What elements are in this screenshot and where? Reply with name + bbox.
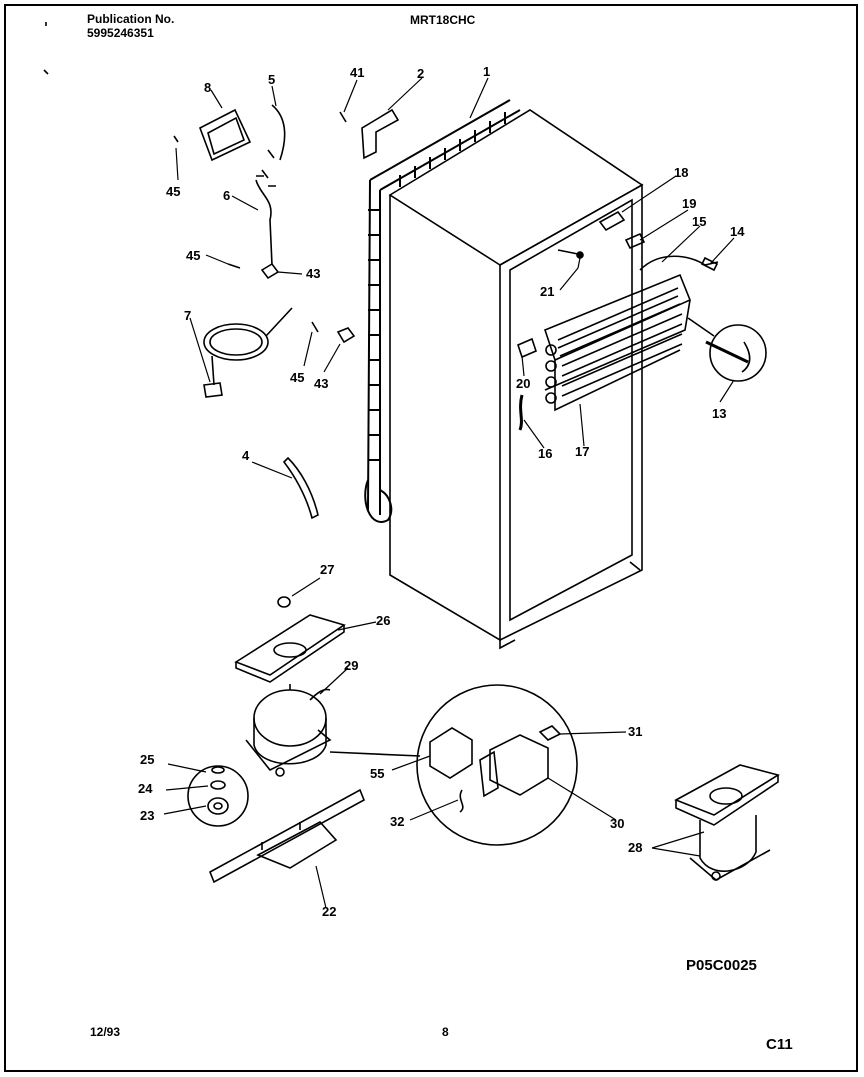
part-4 bbox=[282, 456, 319, 520]
callout-29: 29 bbox=[344, 658, 358, 673]
callout-19: 19 bbox=[682, 196, 696, 211]
clip-18 bbox=[598, 210, 626, 232]
callout-41: 41 bbox=[350, 65, 364, 80]
callout-1: 1 bbox=[483, 64, 490, 79]
callout-43-top: 43 bbox=[306, 266, 320, 281]
callout-24: 24 bbox=[138, 781, 153, 796]
callout-4: 4 bbox=[242, 448, 250, 463]
part-43-mid bbox=[336, 327, 356, 344]
screw-45-mid bbox=[311, 321, 319, 333]
callout-45-top: 45 bbox=[166, 184, 180, 199]
connector-6 bbox=[256, 175, 276, 187]
callout-13: 13 bbox=[712, 406, 726, 421]
callout-27: 27 bbox=[320, 562, 334, 577]
publication-label: Publication No. bbox=[87, 12, 175, 26]
mounting-hardware bbox=[187, 765, 249, 827]
callout-31: 31 bbox=[628, 724, 642, 739]
cabinet-shell bbox=[388, 109, 644, 650]
condenser-coil bbox=[364, 99, 521, 523]
detail-13 bbox=[687, 317, 767, 382]
footer-page: 8 bbox=[442, 1025, 449, 1039]
grommet-27 bbox=[277, 596, 291, 608]
leader-lines bbox=[163, 77, 735, 909]
callout-14: 14 bbox=[730, 224, 745, 239]
callout-45-low: 45 bbox=[290, 370, 304, 385]
publication-number: 5995246351 bbox=[87, 26, 154, 40]
relay-detail bbox=[416, 684, 578, 846]
callout-labels: 1 2 41 8 5 45 6 45 43 7 45 43 4 27 26 29… bbox=[138, 64, 745, 919]
screw-45 bbox=[227, 263, 241, 269]
callout-55: 55 bbox=[370, 766, 384, 781]
callout-23: 23 bbox=[140, 808, 154, 823]
callout-17: 17 bbox=[575, 444, 589, 459]
callout-7: 7 bbox=[184, 308, 191, 323]
callout-28: 28 bbox=[628, 840, 642, 855]
part-8 bbox=[199, 108, 252, 162]
callout-21: 21 bbox=[540, 284, 554, 299]
callout-25: 25 bbox=[140, 752, 154, 767]
wire-6 bbox=[255, 179, 273, 266]
callout-5: 5 bbox=[268, 72, 275, 87]
callout-16: 16 bbox=[538, 446, 552, 461]
screw-21 bbox=[557, 249, 579, 255]
callout-30: 30 bbox=[610, 816, 624, 831]
drier-14 bbox=[700, 256, 719, 272]
part-43 bbox=[260, 262, 280, 280]
callout-2: 2 bbox=[417, 66, 424, 81]
page-border bbox=[4, 4, 858, 1072]
screw-45-top bbox=[173, 135, 179, 143]
drain-pan-26 bbox=[234, 614, 346, 683]
callout-26: 26 bbox=[376, 613, 390, 628]
bracket-2 bbox=[361, 108, 400, 160]
bracket-19 bbox=[624, 232, 646, 250]
wire-5 bbox=[261, 104, 286, 179]
screw-41 bbox=[339, 111, 347, 123]
callout-6: 6 bbox=[223, 188, 230, 203]
model-number: MRT18CHC bbox=[410, 13, 476, 27]
compressor bbox=[245, 684, 421, 777]
callout-43-low: 43 bbox=[314, 376, 328, 391]
part-20 bbox=[517, 337, 537, 359]
callout-22: 22 bbox=[322, 904, 336, 919]
coil-assembly-17 bbox=[544, 273, 692, 412]
callout-20: 20 bbox=[516, 376, 530, 391]
part-16 bbox=[518, 394, 524, 431]
footer-section: C11 bbox=[766, 1036, 793, 1053]
footer-date: 12/93 bbox=[90, 1025, 121, 1039]
callout-18: 18 bbox=[674, 165, 688, 180]
callout-15: 15 bbox=[692, 214, 706, 229]
callout-32: 32 bbox=[390, 814, 404, 829]
callout-8: 8 bbox=[204, 80, 211, 95]
figure-code: P05C0025 bbox=[686, 957, 757, 974]
callout-45-mid: 45 bbox=[186, 248, 200, 263]
base-rail-22 bbox=[208, 788, 366, 884]
power-cord-7 bbox=[203, 307, 293, 398]
compressor-assembly-28 bbox=[674, 764, 780, 881]
margin-mark bbox=[43, 69, 49, 75]
